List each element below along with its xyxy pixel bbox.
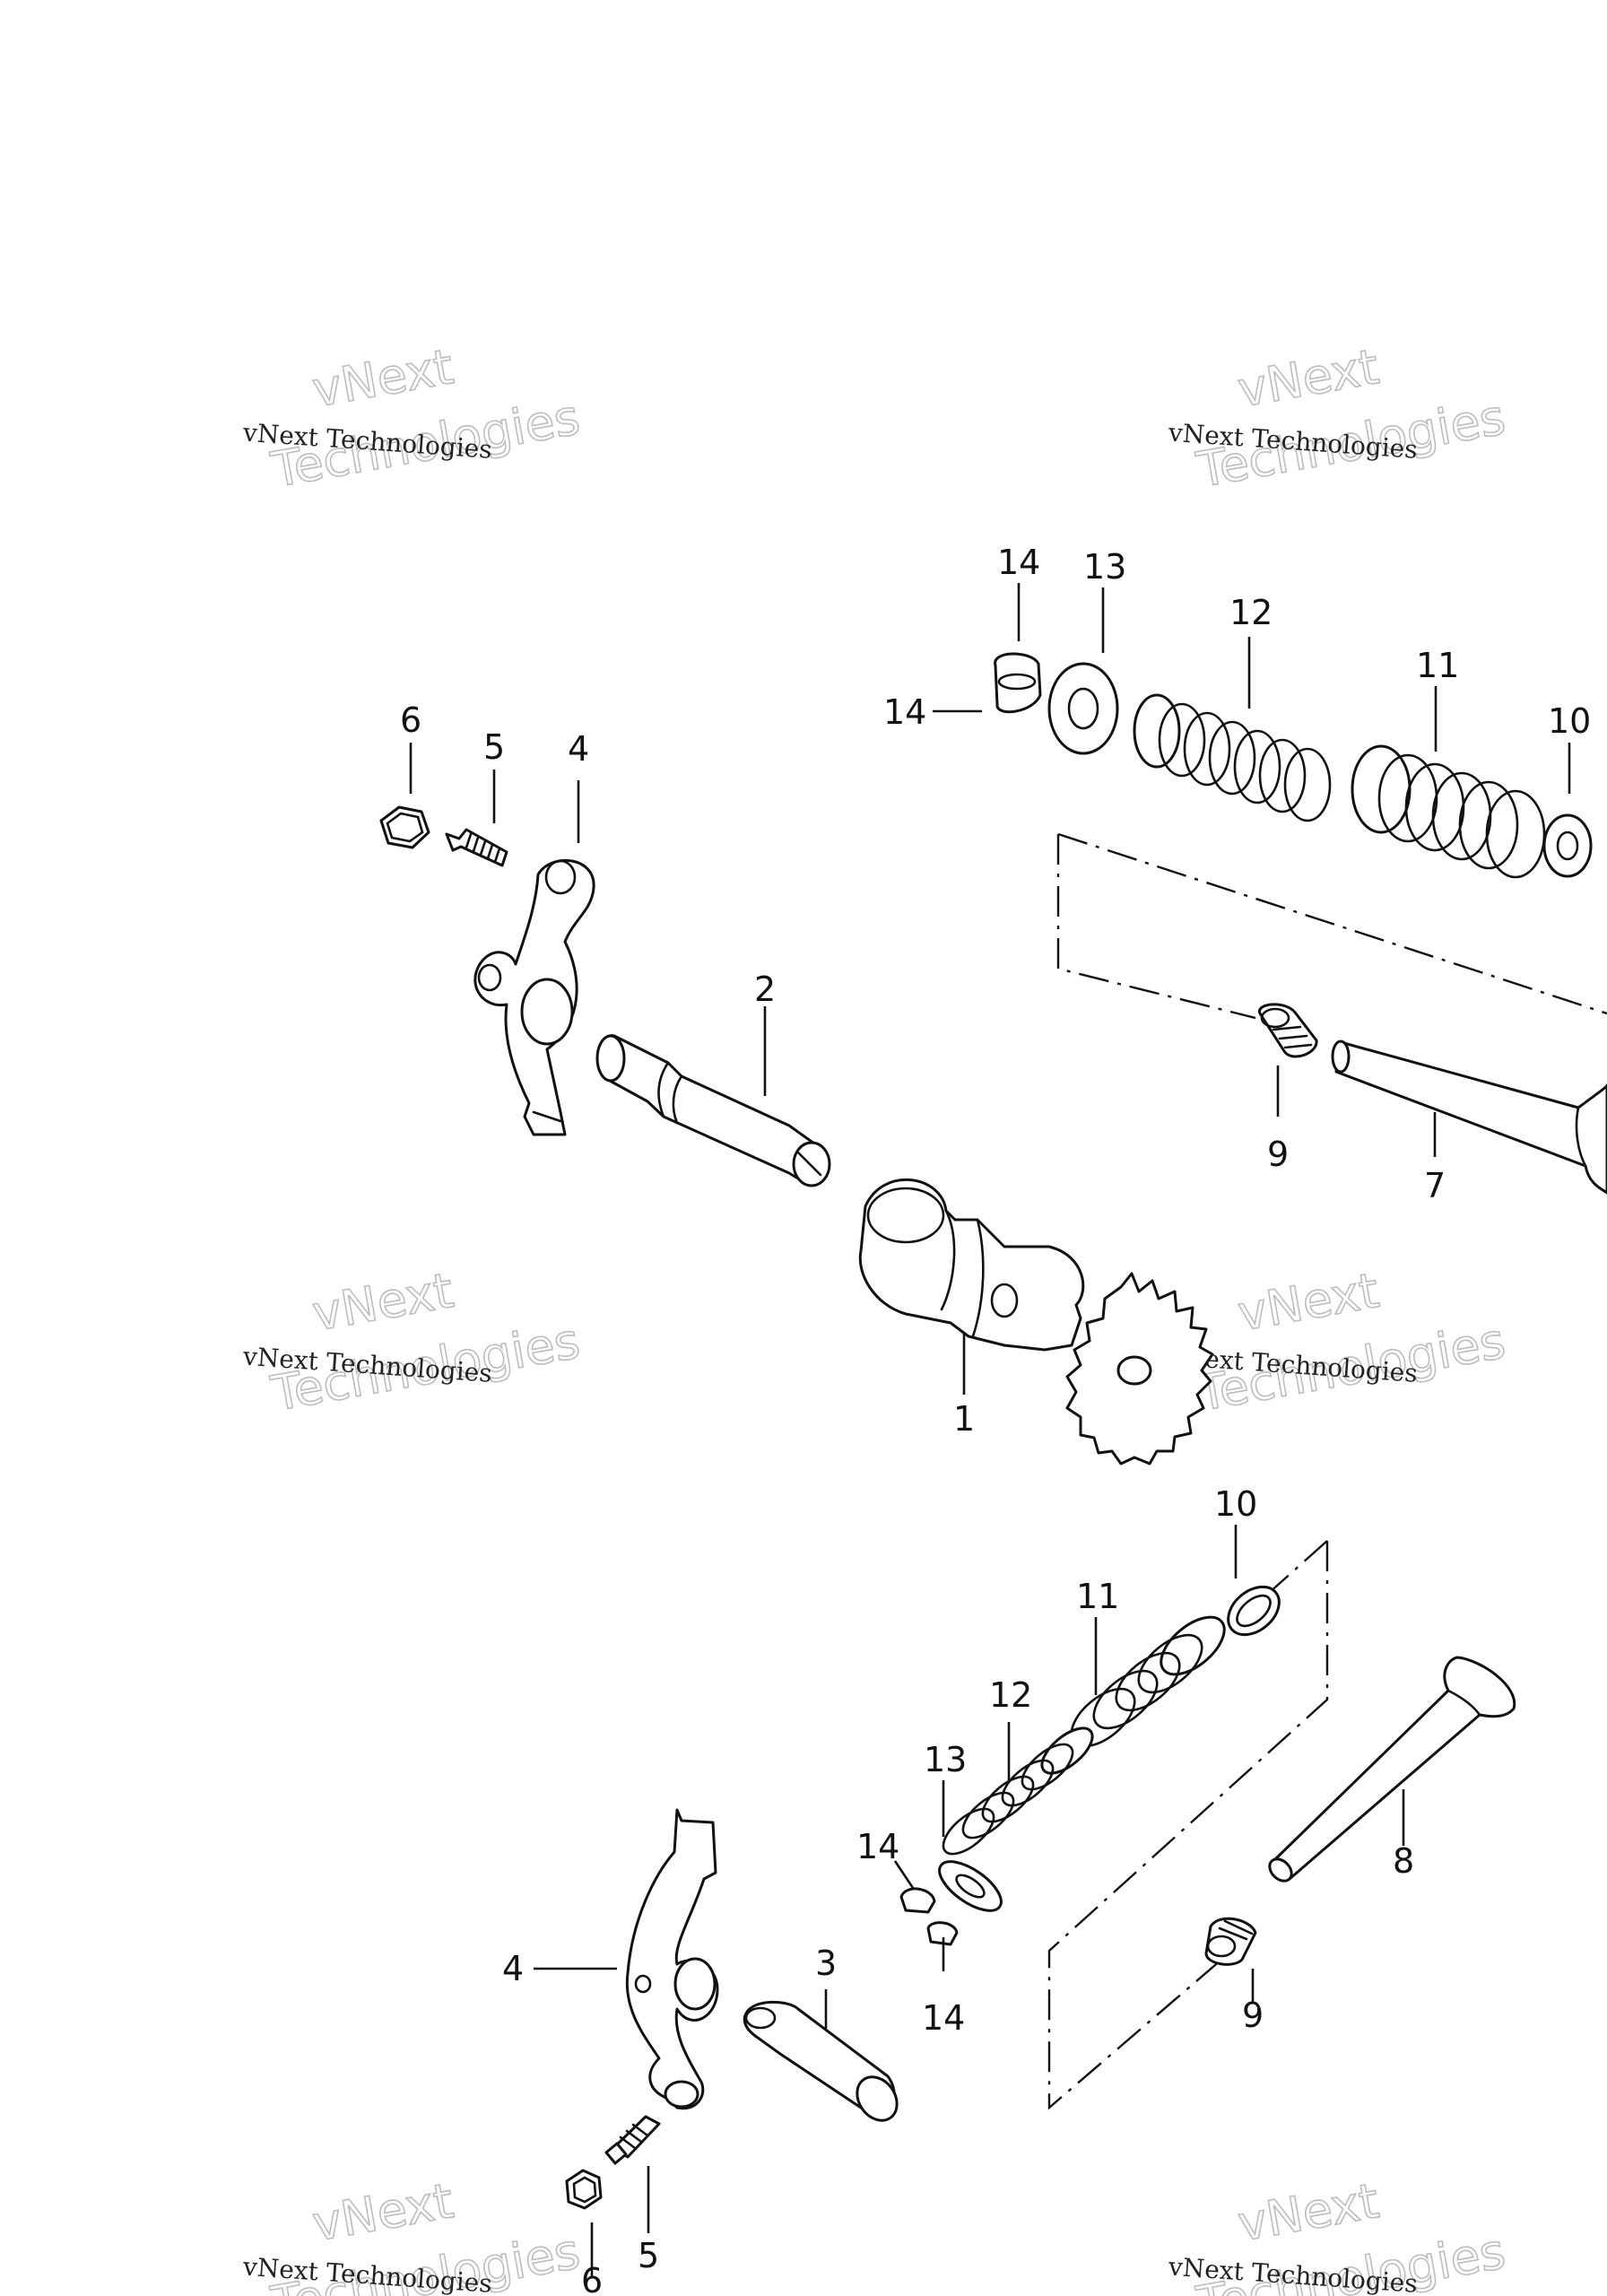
part-6-nut-upper <box>379 805 430 849</box>
part-1-camshaft <box>858 1178 1214 1465</box>
part-2-shaft-upper <box>595 1034 831 1187</box>
callout-5-upper: 5 <box>483 727 505 767</box>
part-10-seat-lower <box>1227 1585 1281 1637</box>
part-5-screw-lower <box>604 2115 661 2165</box>
callout-10-lower: 10 <box>1214 1484 1257 1524</box>
assembly-bracket-lower <box>1047 1541 1329 2110</box>
watermark-bottom-right: vNext Technologies vNext Technologies <box>1167 2171 1510 2296</box>
part-5-screw-upper <box>445 828 508 867</box>
callout-12-lower: 12 <box>989 1675 1032 1715</box>
part-4-rocker-arm-lower <box>625 1808 719 2110</box>
assembly-bracket-upper <box>1056 832 1607 1020</box>
part-3-shaft-lower <box>743 2000 899 2122</box>
watermark-bottom-left: vNext Technologies vNext Technologies <box>241 2171 585 2296</box>
watermark-big-top: vNext <box>1234 338 1383 418</box>
part-11-outer-spring-upper <box>1351 744 1546 879</box>
part-7-valve <box>1331 1039 1607 1195</box>
watermark-top-right: vNext Technologies vNext Technologies <box>1167 337 1510 499</box>
watermark-big-top: vNext <box>1234 2172 1383 2252</box>
part-10-seat-upper <box>1542 813 1593 878</box>
callout-7: 7 <box>1424 1166 1446 1205</box>
watermark-big-top: vNext <box>308 2172 457 2252</box>
callout-4-upper: 4 <box>568 729 589 769</box>
part-11-outer-spring-lower <box>1070 1615 1226 1748</box>
callout-6-lower: 6 <box>581 2261 603 2296</box>
leader-14-lower-a <box>893 1860 915 1889</box>
callout-12-upper: 12 <box>1229 593 1273 632</box>
part-8-valve <box>1268 1656 1516 1883</box>
part-4-rocker-arm-upper <box>473 859 595 1136</box>
watermark-mid-right: vNext Technologies vNext Technologies <box>1167 1261 1510 1422</box>
callout-9-lower: 9 <box>1242 1996 1264 2035</box>
part-6-nut-lower <box>565 2169 603 2210</box>
watermark-big-top: vNext <box>1234 1262 1383 1342</box>
callout-10-upper: 10 <box>1548 701 1591 741</box>
part-14-collet-lower <box>899 1887 959 1946</box>
part-9-seal-lower <box>1204 1917 1257 1966</box>
part-14-collet-upper <box>994 652 1042 714</box>
callout-14-upper-a: 14 <box>997 543 1040 582</box>
part-12-inner-spring-upper <box>1133 693 1332 822</box>
callout-13-upper: 13 <box>1083 547 1126 587</box>
callout-14-upper-b: 14 <box>883 692 926 732</box>
watermark-big-top: vNext <box>308 1262 457 1342</box>
watermark-mid-left: vNext Technologies vNext Technologies <box>241 1261 585 1422</box>
part-13-retainer-upper <box>1047 662 1119 755</box>
callout-2: 2 <box>754 970 776 1009</box>
callout-6-upper: 6 <box>400 700 421 740</box>
callout-3: 3 <box>815 1944 837 1983</box>
callout-5-lower: 5 <box>638 2236 659 2275</box>
callout-4-lower: 4 <box>502 1949 524 1988</box>
callout-13-lower: 13 <box>924 1740 967 1779</box>
callout-14-lower-a: 14 <box>856 1827 899 1866</box>
watermark-big-top: vNext <box>308 338 457 418</box>
part-12-inner-spring-lower <box>942 1726 1094 1856</box>
part-9-seal-upper <box>1258 1003 1318 1058</box>
callout-1: 1 <box>953 1399 975 1439</box>
callout-9-upper: 9 <box>1267 1135 1289 1174</box>
callout-11-lower: 11 <box>1076 1577 1119 1616</box>
watermark-top-left: vNext Technologies vNext Technologies <box>241 337 585 499</box>
callout-11-upper: 11 <box>1416 646 1459 685</box>
callout-8: 8 <box>1393 1841 1414 1881</box>
callout-14-lower-b: 14 <box>922 1998 965 2038</box>
part-13-retainer-lower <box>938 1860 1003 1912</box>
